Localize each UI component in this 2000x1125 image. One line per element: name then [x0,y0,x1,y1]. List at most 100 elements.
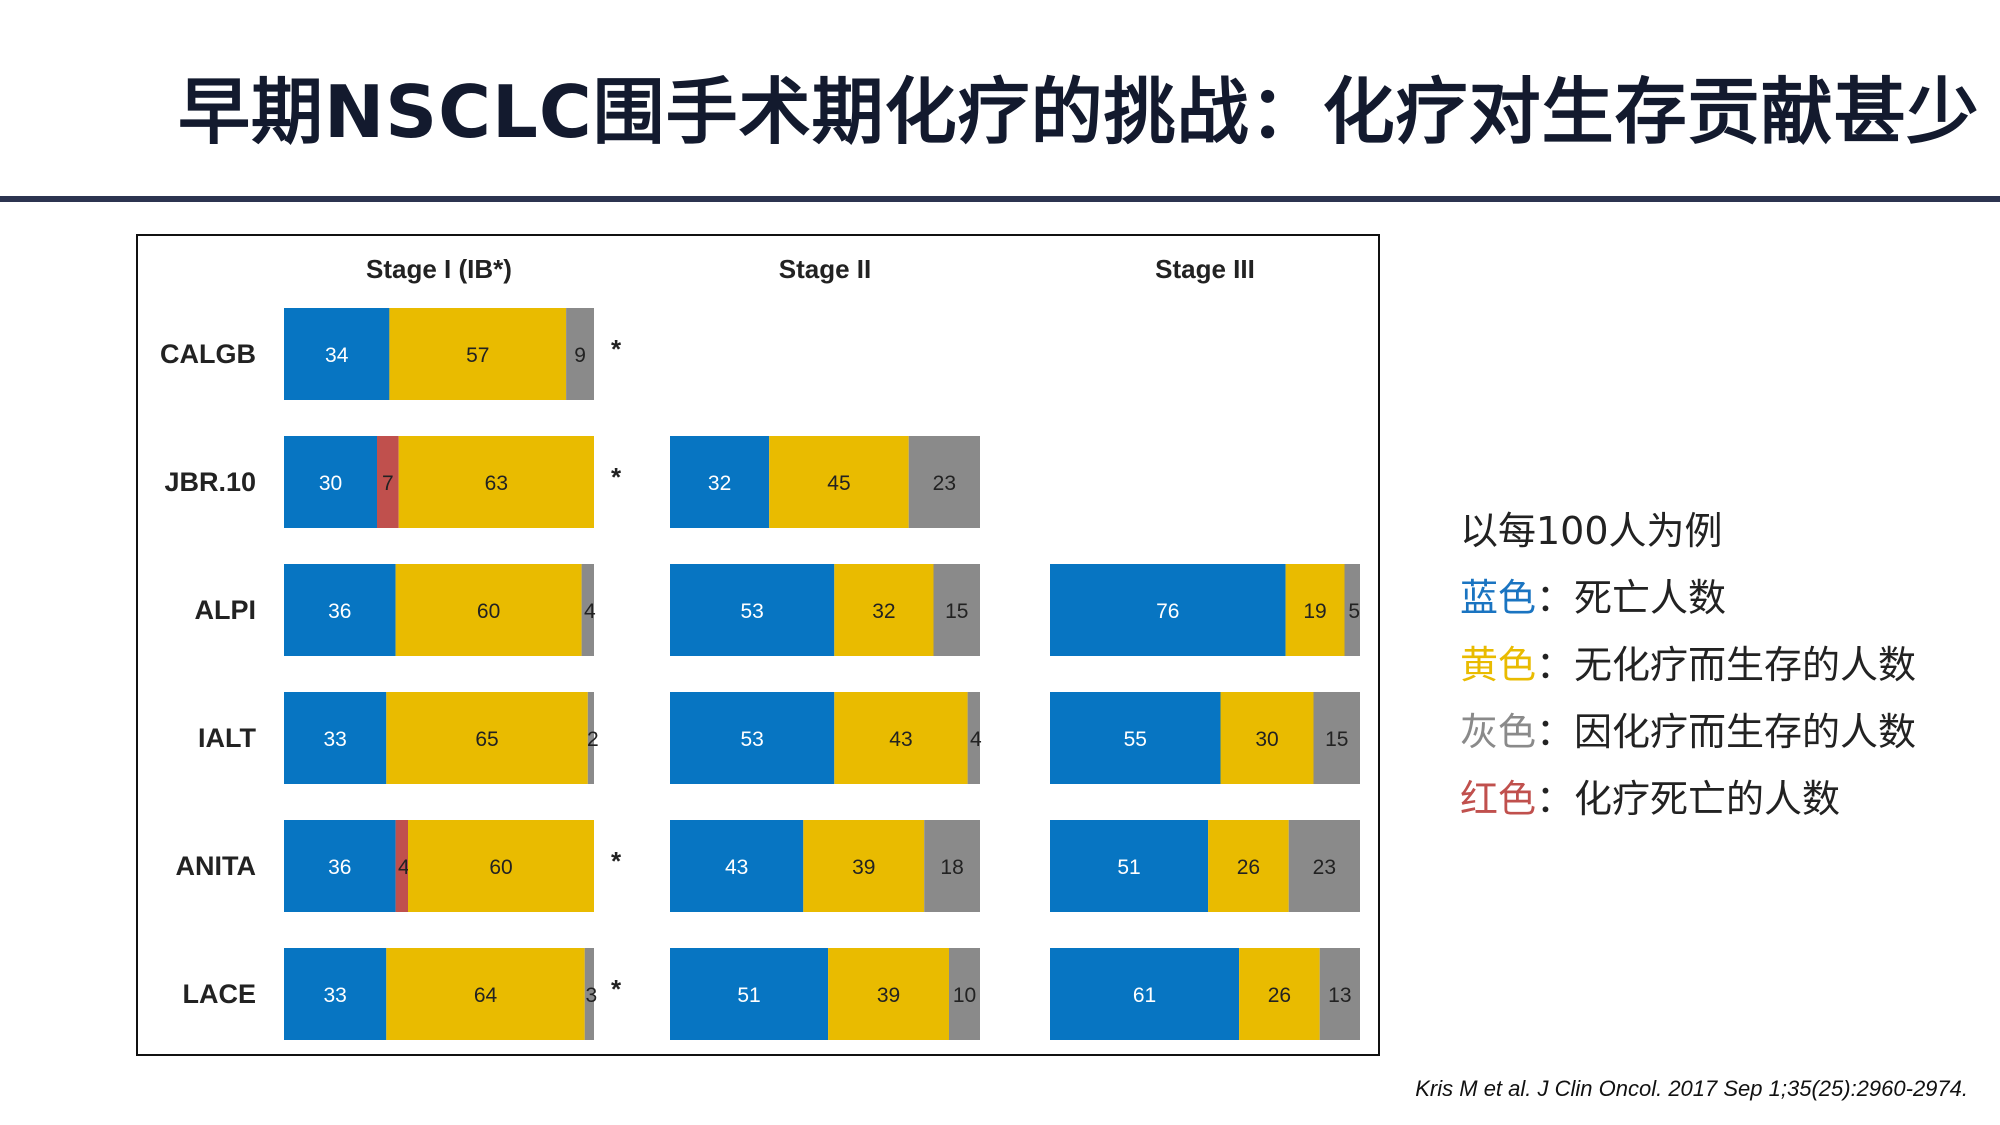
data-label: 33 [323,728,346,751]
legend-item-yellow: 黄色：无化疗而生存的人数 [1460,632,1980,699]
legend-key-blue: 蓝色 [1460,576,1537,620]
data-label: 18 [940,856,963,879]
data-label: 7 [382,472,394,495]
data-label: 5 [1348,600,1360,623]
data-label: 26 [1268,984,1291,1007]
bar-segment-yellow [386,692,588,784]
data-label: 34 [325,344,349,367]
bar-segment-blue [284,948,387,1040]
data-label: 60 [477,600,500,623]
data-label: 53 [740,600,763,623]
bar-segment-gray [566,308,594,400]
significance-star: * [611,974,622,1004]
legend-sep: ： [1536,576,1575,620]
bar-segment-yellow [1239,948,1320,1040]
data-label: 4 [970,728,982,751]
trial-label: ALPI [194,595,256,625]
data-label: 53 [740,728,763,751]
bar-segment-yellow [828,948,949,1040]
data-label: 10 [953,984,976,1007]
bar-segment-yellow [803,820,925,912]
legend-sep: ： [1536,643,1575,687]
data-label: 76 [1156,600,1179,623]
bar-segment-gray [581,564,594,656]
bar-segment-yellow [1285,564,1345,656]
data-label: 30 [319,472,342,495]
legend-key-yellow: 黄色 [1460,643,1537,687]
bar-segment-yellow [769,436,909,528]
bar-segment-blue [284,308,390,400]
data-label: 9 [574,344,586,367]
bar-segment-yellow [386,948,585,1040]
trial-label: LACE [183,979,257,1009]
legend-key-gray: 灰色 [1460,710,1537,754]
bar-segment-gray [949,948,980,1040]
legend-sep: ： [1536,777,1575,821]
legend-intro: 以每100人为例 [1460,509,1723,553]
bar-segment-blue [670,564,835,656]
legend-text-red: 化疗死亡的人数 [1574,777,1841,821]
trial-label: IALT [198,723,256,753]
significance-star: * [611,462,622,492]
bar-segment-blue [670,820,804,912]
legend-key-red: 红色 [1460,777,1537,821]
data-label: 19 [1303,600,1326,623]
trial-label: CALGB [160,339,256,369]
bar-segment-gray [924,820,980,912]
bar-segment-yellow [1220,692,1314,784]
data-label: 63 [485,472,508,495]
bar-segment-gray [967,692,980,784]
legend-item-red: 红色：化疗死亡的人数 [1460,766,1980,833]
data-label: 36 [328,600,351,623]
data-label: 13 [1328,984,1351,1007]
bar-segment-gray [587,692,594,784]
data-label: 23 [1313,856,1336,879]
data-label: 65 [475,728,498,751]
data-label: 36 [328,856,351,879]
data-label: 57 [466,344,489,367]
data-label: 51 [737,984,760,1007]
data-label: 45 [827,472,850,495]
legend: 以每100人为例 蓝色：死亡人数 黄色：无化疗而生存的人数 灰色：因化疗而生存的… [1460,498,1980,833]
data-label: 2 [587,728,599,751]
bar-segment-gray [1319,948,1360,1040]
bar-segment-blue [1050,948,1240,1040]
bar-segment-blue [284,436,377,528]
stage-title: Stage I (IB*) [366,254,512,284]
significance-star: * [611,846,622,876]
bar-segment-blue [284,820,396,912]
data-label: 61 [1133,984,1156,1007]
bar-segment-red [377,436,399,528]
bar-segment-gray [584,948,594,1040]
data-label: 43 [889,728,912,751]
bar-segment-yellow [398,436,594,528]
title-divider [0,196,2000,202]
bar-segment-blue [1050,564,1286,656]
data-label: 26 [1237,856,1260,879]
stage-title: Stage II [779,254,871,284]
data-label: 33 [323,984,346,1007]
data-label: 39 [852,856,875,879]
bar-segment-blue [670,692,835,784]
bar-segment-blue [1050,820,1209,912]
legend-text-gray: 因化疗而生存的人数 [1574,710,1917,754]
data-label: 4 [584,600,596,623]
trial-label: ANITA [176,851,257,881]
bar-segment-gray [908,436,980,528]
slide-title: 早期NSCLC围手术期化疗的挑战：化疗对生存贡献甚少 [178,70,1980,154]
bar-segment-red [395,820,408,912]
bar-segment-blue [284,692,387,784]
bar-segment-yellow [834,564,934,656]
bar-segment-gray [1288,820,1360,912]
data-label: 43 [725,856,748,879]
data-label: 15 [1325,728,1348,751]
data-label: 15 [945,600,968,623]
legend-item-blue: 蓝色：死亡人数 [1460,565,1980,632]
citation: Kris M et al. J Clin Oncol. 2017 Sep 1;3… [1415,1076,1968,1101]
bar-segment-blue [670,436,770,528]
data-label: 4 [398,856,410,879]
legend-item-gray: 灰色：因化疗而生存的人数 [1460,699,1980,766]
bar-segment-yellow [1208,820,1289,912]
